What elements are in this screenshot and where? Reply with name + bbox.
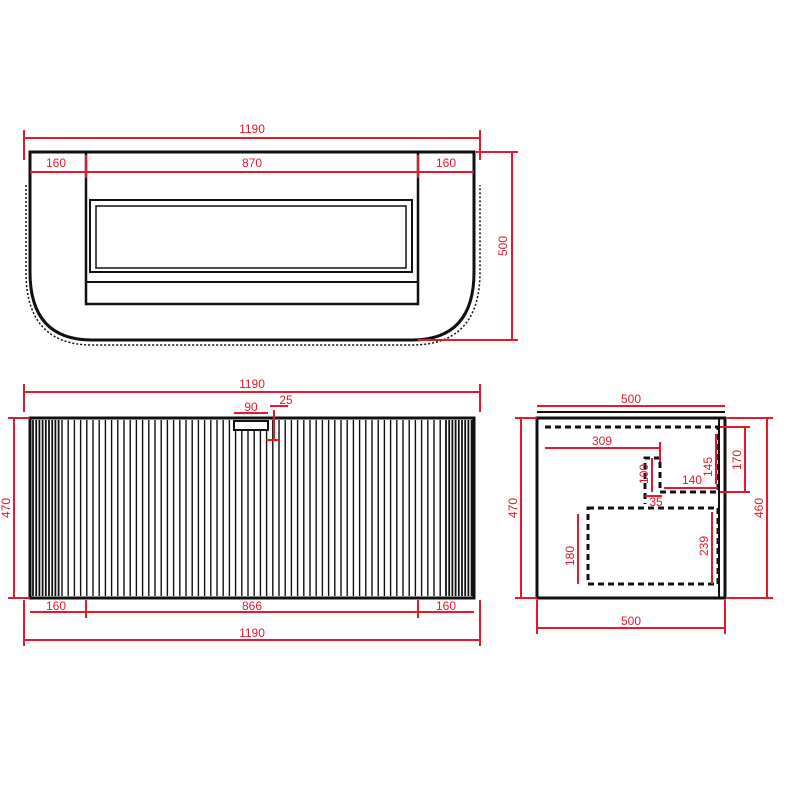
side-view-outline bbox=[535, 416, 727, 600]
dim-label-side-top: 500 bbox=[621, 392, 641, 406]
dim-label-back-height: 170 bbox=[730, 450, 744, 470]
drawer-handle bbox=[233, 420, 269, 431]
dim-label-lower-height: 180 bbox=[563, 546, 577, 566]
dim-label-cutout-width: 309 bbox=[592, 434, 612, 448]
dim-label-front-right: 160 bbox=[436, 599, 456, 613]
dim-label-notch: 35 bbox=[649, 495, 663, 509]
lower-drawer-dashed bbox=[586, 506, 720, 586]
top-view-opening-inner bbox=[95, 205, 407, 269]
dim-label-overall-height: 460 bbox=[752, 498, 766, 518]
dim-label-front-height: 470 bbox=[0, 498, 13, 518]
top-view-opening bbox=[89, 199, 413, 273]
dim-label-top-center: 870 bbox=[242, 156, 262, 170]
front-view: 1190 90 25 470 160 866 160 1190 bbox=[0, 377, 481, 646]
side-view: 500 309 100 35 140 145 170 470 180 239 bbox=[506, 392, 773, 634]
dim-label-side-height: 470 bbox=[506, 498, 520, 518]
dim-label-handle-offset: 25 bbox=[279, 393, 293, 407]
top-view: 1190 160 870 160 500 bbox=[23, 122, 518, 346]
dim-label-top-left: 160 bbox=[46, 156, 66, 170]
dim-label-step-width: 140 bbox=[682, 473, 702, 487]
top-view-outline bbox=[28, 150, 476, 342]
dim-label-front-center: 866 bbox=[242, 599, 262, 613]
top-view-fluted-edge bbox=[25, 185, 481, 346]
front-view-flutes bbox=[32, 420, 473, 596]
dim-label-front-bottom: 1190 bbox=[239, 626, 265, 640]
dim-label-front-top: 1190 bbox=[239, 377, 265, 391]
upper-drawer-dashed bbox=[545, 425, 720, 504]
dim-label-side-bottom: 500 bbox=[621, 614, 641, 628]
top-view-drawer bbox=[84, 150, 420, 306]
dim-label-step-height: 145 bbox=[701, 457, 715, 477]
dim-label-top-right: 160 bbox=[436, 156, 456, 170]
dim-label-cutout-depth: 100 bbox=[637, 464, 651, 484]
front-view-outline bbox=[28, 416, 476, 600]
dim-label-lower-inner: 239 bbox=[697, 536, 711, 556]
dim-label-handle-width: 90 bbox=[244, 400, 258, 414]
dim-label-top-overall: 1190 bbox=[239, 122, 265, 136]
dim-label-top-depth: 500 bbox=[496, 236, 510, 256]
dim-label-front-left: 160 bbox=[46, 599, 66, 613]
